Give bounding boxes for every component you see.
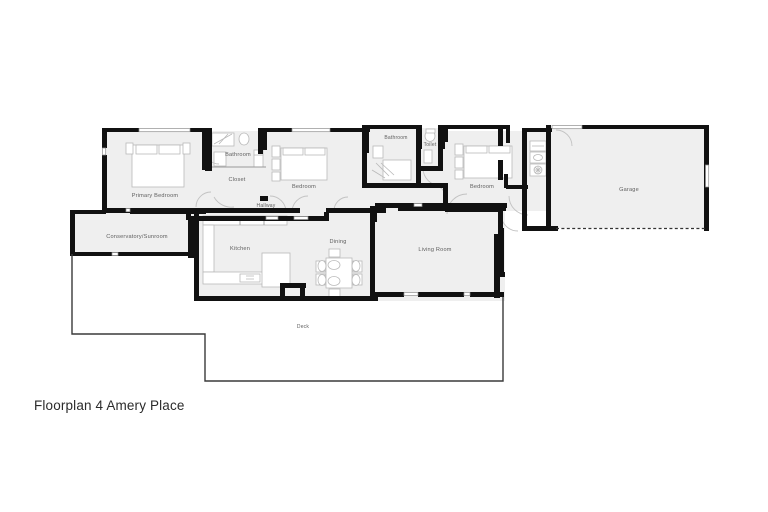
fill-garage [550,128,708,228]
deck-outline [71,254,504,382]
fill-living-room [375,206,505,301]
label-primary-bedroom: Primary Bedroom [132,193,179,199]
label-toilet: Toilet [424,142,437,148]
label-dining: Dining [329,239,346,245]
label-bedroom-three: Bedroom [470,184,494,190]
bed-bedroom-three [454,143,513,180]
dining-table-set [315,248,363,298]
bathroom-second-fixtures [371,128,436,181]
interior-detail-lines [125,128,573,298]
bed-bedroom-two [271,145,328,182]
laundry-appliances [529,140,547,177]
label-garage: Garage [619,187,639,193]
label-bathroom-second: Bathroom [384,135,407,141]
label-kitchen: Kitchen [230,246,250,252]
label-closet: Closet [228,177,245,183]
room-labels: Primary Bedroom Bathroom Closet Hallway … [106,135,639,330]
page-title: Floorplan 4 Amery Place [34,398,185,413]
label-conservatory-sunroom: Conservatory/Sunroom [106,234,168,240]
label-bathroom-main: Bathroom [225,152,251,158]
walls [70,125,709,301]
fill-conservatory [72,212,194,254]
windows [102,125,710,296]
bed-primary [125,142,191,188]
fill-hall-connector [335,131,365,211]
label-hallway: Hallway [257,203,276,209]
label-deck: Deck [297,324,309,330]
label-bedroom-two: Bedroom [292,184,316,190]
label-living-room: Living Room [418,247,451,253]
